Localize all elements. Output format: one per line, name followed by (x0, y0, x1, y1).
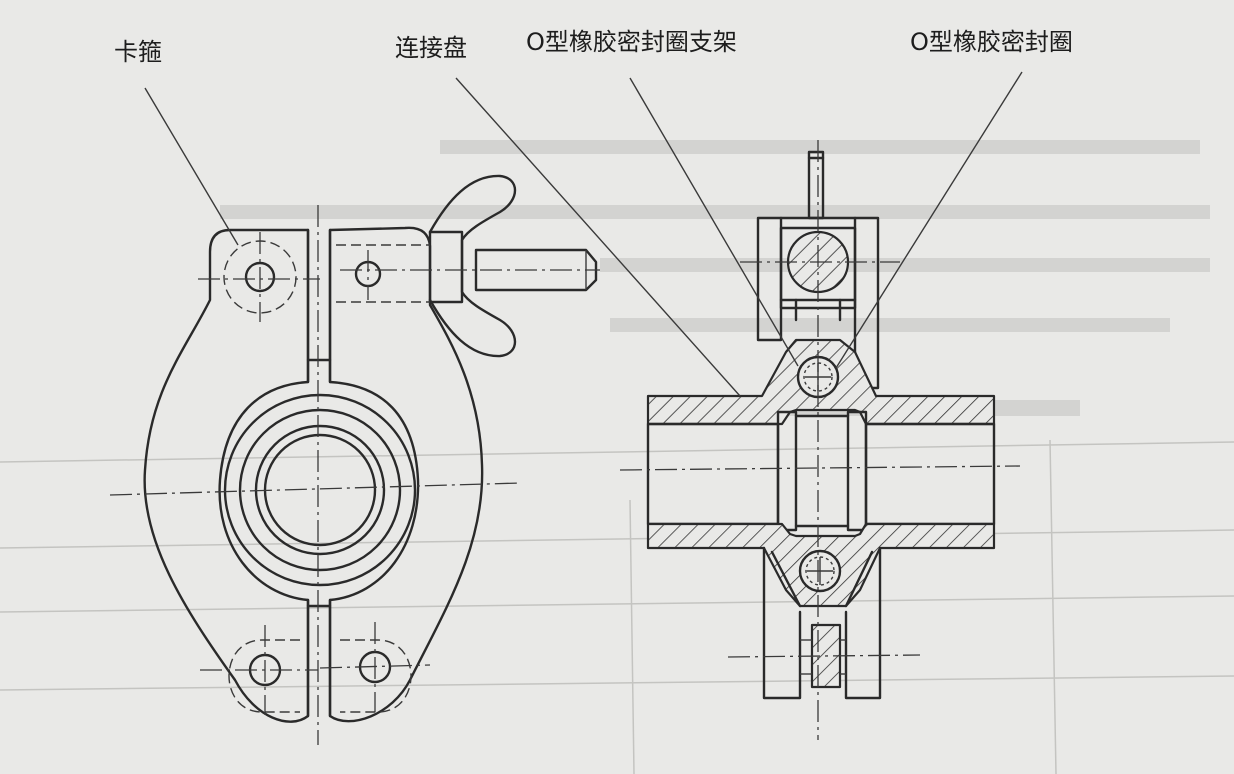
label-clamp: 卡箍 (114, 38, 162, 66)
label-oring-holder: O型橡胶密封圈支架 (526, 28, 737, 56)
clamp-view (109, 174, 600, 745)
clamp-right-half (328, 226, 484, 723)
section-view (619, 140, 1021, 740)
leader-lines (144, 71, 1023, 397)
wing-nut (428, 174, 598, 358)
label-connecting-disc: 连接盘 (395, 34, 467, 62)
background-bleed-through (0, 140, 1234, 774)
label-oring: O型橡胶密封圈 (910, 28, 1073, 56)
clamp-bore (223, 393, 417, 587)
clamp-left-half (143, 228, 310, 723)
